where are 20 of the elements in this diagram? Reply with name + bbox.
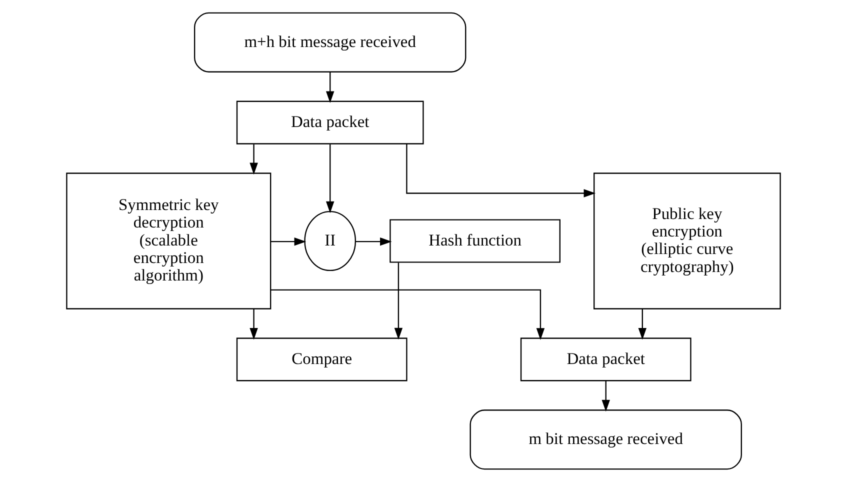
arrow: [250, 144, 258, 175]
node-box: Public key encryption (elliptic curve cryptography): [594, 172, 781, 310]
arrow: [270, 289, 545, 340]
node-ellipse: II: [304, 210, 356, 272]
arrow: [638, 308, 647, 340]
node-box: m+h bit message received: [194, 12, 466, 72]
node-box: Hash function: [390, 219, 560, 263]
arrow: [250, 308, 258, 340]
arrow: [270, 237, 306, 246]
arrow: [326, 72, 334, 103]
arrow: [356, 237, 392, 246]
node-box: Symmetric key decryption (scalable encryption algorithm): [66, 172, 272, 310]
node-box: Compare: [236, 338, 408, 382]
arrow: [406, 144, 596, 198]
node-box: Data packet: [520, 338, 692, 382]
arrow: [602, 380, 610, 412]
node-box: m bit message received: [470, 410, 742, 470]
node-box: Data packet: [236, 100, 424, 144]
arrow: [394, 262, 403, 340]
arrow: [326, 144, 334, 214]
